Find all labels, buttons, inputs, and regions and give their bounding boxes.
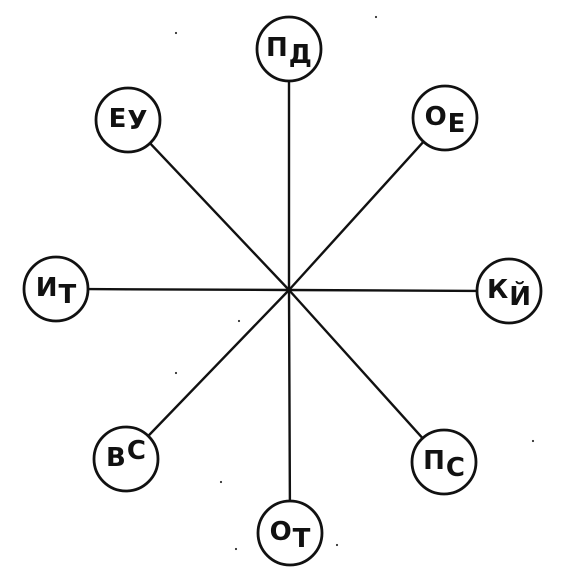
spoke-top-right [287, 140, 425, 292]
node-label-left: ИТ [36, 273, 77, 310]
scan-speck [219, 480, 223, 484]
node-top-right: ОЕ [411, 84, 479, 152]
scan-speck [374, 15, 378, 19]
node-letter-second: У [127, 106, 147, 136]
node-letter-second: Й [509, 280, 531, 312]
node-label-bottom: ОТ [270, 517, 311, 554]
node-circle-top-left [94, 86, 162, 154]
spoke-left [86, 287, 291, 292]
node-label-top: ПД [266, 33, 312, 70]
node-letter-first: П [266, 33, 288, 63]
node-left: ИТ [22, 255, 90, 323]
node-letter-second: С [127, 436, 146, 466]
scan-speck [237, 319, 241, 323]
node-bottom: ОТ [256, 499, 324, 567]
scan-speck [531, 439, 535, 443]
node-letter-second: Д [289, 40, 312, 70]
node-letter-first: О [425, 102, 447, 132]
node-top-left: ЕУ [94, 86, 162, 154]
spoke-bottom-right [287, 288, 424, 440]
node-right: КЙ [475, 257, 543, 325]
node-letter-second: С [446, 453, 465, 483]
node-letter-second: Т [59, 280, 77, 310]
node-circle-left [22, 255, 90, 323]
scan-speck [234, 547, 238, 551]
spoke-right [287, 288, 479, 293]
spoke-bottom [287, 288, 292, 503]
node-bottom-right: ПС [410, 428, 478, 496]
node-letter-first: В [106, 443, 126, 473]
node-circle-bottom [256, 499, 324, 567]
node-bottom-left: ВС [92, 425, 160, 493]
node-letter-second: Т [293, 524, 311, 554]
node-circle-right [475, 257, 543, 325]
node-label-bottom-right: ПС [423, 446, 465, 483]
node-circle-top-right [411, 84, 479, 152]
node-letter-first: Е [109, 104, 127, 134]
node-letter-first: И [36, 273, 58, 303]
node-label-top-left: ЕУ [109, 104, 148, 136]
scan-speck [174, 31, 178, 35]
node-letter-first: О [270, 517, 292, 547]
node-top: ПД [255, 15, 323, 83]
node-label-top-right: ОЕ [425, 102, 466, 139]
node-circle-top [255, 15, 323, 83]
scan-speck [174, 371, 178, 375]
node-letter-first: П [423, 446, 445, 476]
scan-speck [335, 543, 339, 547]
node-circle-bottom-left [92, 425, 160, 493]
spoke-bottom-left [146, 288, 291, 438]
spoke-top-left [148, 141, 291, 292]
node-circle-bottom-right [410, 428, 478, 496]
node-label-bottom-left: ВС [106, 436, 146, 473]
spokes [86, 79, 479, 503]
node-letter-first: К [487, 275, 508, 305]
node-letter-second: Е [448, 109, 466, 139]
scan-specks [174, 15, 535, 551]
node-label-right: КЙ [487, 275, 531, 312]
